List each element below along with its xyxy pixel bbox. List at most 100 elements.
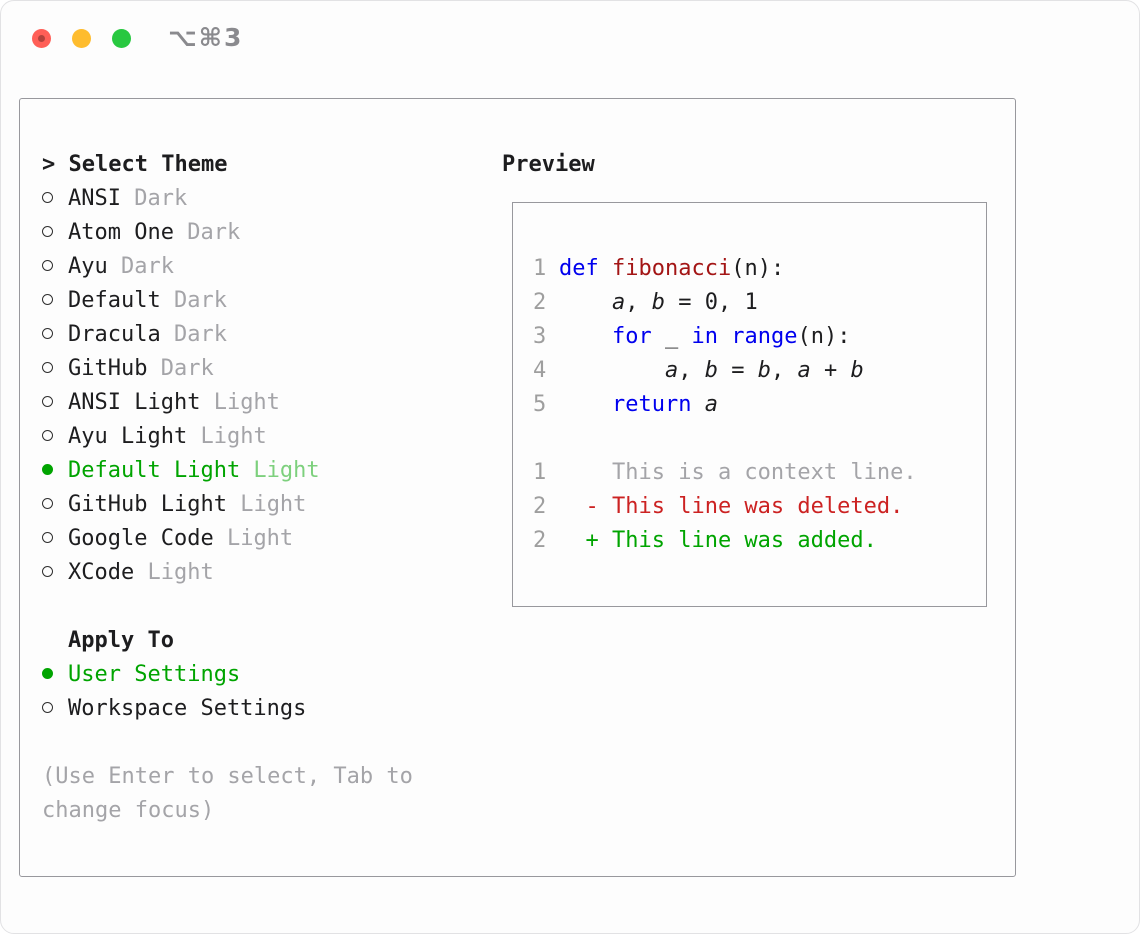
radio-icon [42, 284, 68, 318]
code-token: b [651, 290, 665, 315]
theme-variant-label: Light [187, 424, 267, 449]
theme-variant-label: Dark [160, 322, 227, 347]
code-token: _ [651, 324, 692, 349]
code-token: (n): [731, 256, 785, 281]
code-line: 3 for _ in range(n): [533, 320, 986, 354]
theme-variant-label: Light [200, 390, 280, 415]
line-number: 3 [533, 324, 547, 349]
code-token: , [770, 358, 798, 383]
theme-option-default-light-light[interactable]: Default Light Light [42, 454, 462, 488]
theme-option-ayu-light-light[interactable]: Ayu Light Light [42, 420, 462, 454]
code-text: + This line was added. [559, 528, 876, 553]
code-token: b [704, 358, 718, 383]
radio-icon [42, 692, 68, 726]
theme-option-label: Default Light [68, 458, 241, 483]
zoom-button[interactable] [112, 29, 131, 48]
theme-option-atom-one-dark[interactable]: Atom One Dark [42, 216, 462, 250]
code-token: , [625, 290, 652, 315]
line-number: 1 [533, 460, 547, 485]
apply-option-user-settings[interactable]: User Settings [42, 658, 462, 692]
theme-option-dracula-dark[interactable]: Dracula Dark [42, 318, 462, 352]
theme-option-label: Ayu Light [68, 424, 188, 449]
theme-option-label: Atom One [68, 220, 174, 245]
code-token: def [559, 256, 599, 281]
radio-icon [42, 216, 68, 250]
radio-icon [42, 250, 68, 284]
code-line: 1 def fibonacci(n): [533, 252, 986, 286]
line-number: 2 [533, 528, 547, 553]
apply-option-workspace-settings[interactable]: Workspace Settings [42, 692, 462, 726]
theme-option-default-dark[interactable]: Default Dark [42, 284, 462, 318]
select-theme-title: Select Theme [68, 152, 228, 177]
theme-option-label: GitHub Light [68, 492, 227, 517]
radio-icon [42, 318, 68, 352]
radio-icon [42, 182, 68, 216]
line-number: 2 [533, 494, 547, 519]
apply-option-label: User Settings [68, 662, 241, 687]
code-line: 2 + This line was added. [533, 524, 986, 558]
prompt-caret: > [42, 152, 56, 177]
code-token: a [704, 392, 718, 417]
theme-option-google-code-light[interactable]: Google Code Light [42, 522, 462, 556]
radio-icon [42, 386, 68, 420]
theme-option-label: Ayu [68, 254, 108, 279]
code-text: for _ in range(n): [559, 324, 850, 349]
code-token: fibonacci [612, 256, 732, 281]
code-token: = 0, 1 [664, 290, 758, 315]
theme-option-label: XCode [68, 560, 135, 585]
code-token: return [611, 392, 692, 417]
titlebar: ⌥⌘3 [1, 1, 1139, 77]
theme-option-github-light-light[interactable]: GitHub Light Light [42, 488, 462, 522]
close-button[interactable] [32, 29, 51, 48]
code-token: range [731, 324, 798, 349]
theme-variant-label: Dark [107, 254, 174, 279]
code-text: This is a context line. [559, 460, 917, 485]
code-text: a, b = b, a + b [559, 358, 864, 383]
code-text: - This line was deleted. [559, 494, 903, 519]
theme-option-ansi-dark[interactable]: ANSI Dark [42, 182, 462, 216]
spacer-char [55, 152, 68, 177]
theme-option-ansi-light-light[interactable]: ANSI Light Light [42, 386, 462, 420]
code-token [599, 256, 612, 281]
theme-option-github-dark[interactable]: GitHub Dark [42, 352, 462, 386]
window-title: ⌥⌘3 [168, 23, 244, 52]
apply-option-label: Workspace Settings [68, 696, 307, 721]
line-number: 1 [533, 256, 547, 281]
code-token: (n): [797, 324, 851, 349]
code-token: - This line was deleted. [559, 494, 904, 519]
theme-variant-label: Light [226, 492, 307, 517]
code-token: for [611, 324, 652, 349]
select-theme-header: > Select Theme [42, 148, 462, 182]
code-line: 4 a, b = b, a + b [533, 354, 986, 388]
apply-to-title: Apply To [68, 628, 174, 653]
radio-icon [42, 522, 68, 556]
radio-icon [42, 488, 68, 522]
theme-option-xcode-light[interactable]: XCode Light [42, 556, 462, 590]
theme-variant-label: Light [134, 560, 214, 585]
theme-option-label: Default [68, 288, 161, 313]
theme-option-label: Google Code [68, 526, 214, 551]
code-token [559, 290, 612, 315]
preview-title: Preview [502, 152, 595, 177]
radio-icon [42, 352, 68, 386]
code-line: 2 - This line was deleted. [533, 490, 986, 524]
theme-option-label: Dracula [68, 322, 161, 347]
theme-option-label: ANSI [68, 186, 121, 211]
spacer [42, 590, 462, 624]
code-line: 2 a, b = 0, 1 [533, 286, 986, 320]
line-number: 5 [533, 392, 547, 417]
theme-option-ayu-dark[interactable]: Ayu Dark [42, 250, 462, 284]
code-token: + [810, 358, 851, 383]
code-token [718, 324, 731, 349]
radio-icon [42, 658, 68, 692]
theme-option-label: ANSI Light [68, 390, 201, 415]
code-token: , [678, 358, 705, 383]
code-text: def fibonacci(n): [559, 256, 784, 281]
theme-option-label: GitHub [68, 356, 148, 381]
minimize-button[interactable] [72, 29, 91, 48]
